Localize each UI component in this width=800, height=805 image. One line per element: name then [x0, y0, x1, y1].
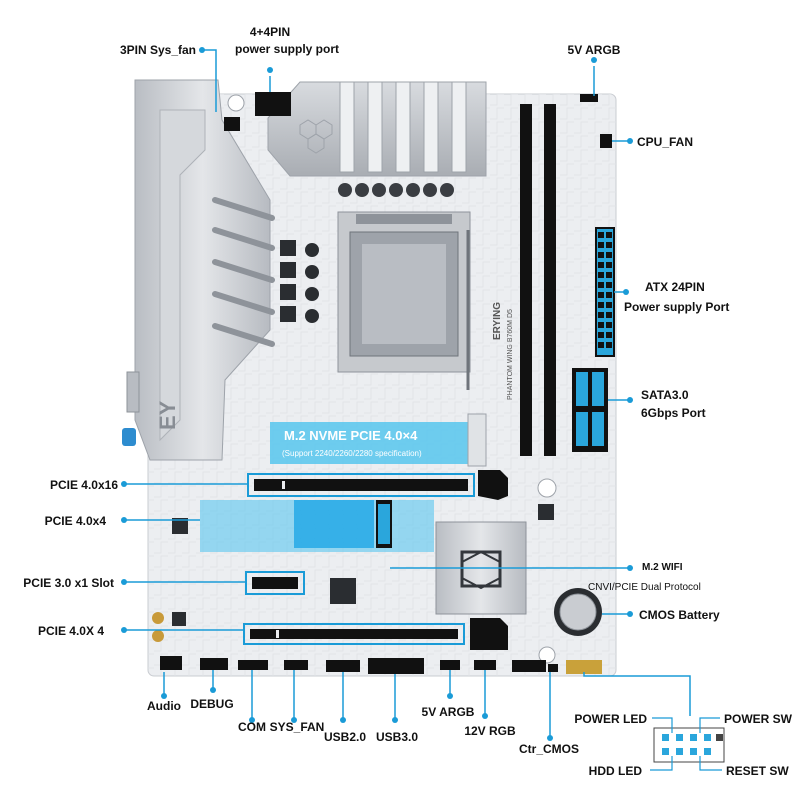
sys-fan-3pin-header [224, 117, 240, 131]
mount-hole [537, 478, 557, 498]
label-m2-wifi-protocol: CNVI/PCIE Dual Protocol [588, 582, 701, 593]
vrm-heatsink-left [122, 79, 275, 461]
callout-dots [121, 47, 633, 741]
label-pcie-x1: PCIE 3.0 x1 Slot [23, 576, 114, 590]
misc-chips [172, 504, 554, 626]
front-panel-pinout [650, 717, 725, 771]
board-brand-label: ERYING [492, 302, 503, 340]
dimm-slots [520, 104, 556, 456]
label-com: COM [238, 720, 266, 734]
label-usb2: USB2.0 [323, 730, 367, 744]
label-cmos-battery: CMOS Battery [639, 608, 720, 622]
label-5v-argb-bottom: 5V ARGB [421, 705, 475, 719]
label-sata-line2: 6Gbps Port [641, 406, 706, 420]
sata-ports [572, 368, 608, 452]
label-5v-argb-top: 5V ARGB [567, 43, 621, 57]
mount-hole [538, 646, 556, 664]
label-pcie-x16: PCIE 4.0x16 [49, 478, 118, 492]
cpu-socket [337, 211, 471, 390]
m2-nvme-title: M.2 NVME PCIE 4.0×4 [284, 428, 418, 443]
label-12v-rgb: 12V RGB [464, 724, 516, 738]
audio-jack-contact [152, 612, 164, 624]
label-ctr-cmos: Ctr_CMOS [518, 742, 580, 756]
pcie-x16-slot [247, 473, 475, 497]
label-cpu-fan: CPU_FAN [637, 135, 694, 149]
vrm-heatsink-top [267, 81, 487, 177]
pcie-x16-retention [478, 470, 508, 500]
pcie-x1-slot [245, 571, 305, 595]
argb-header-top [580, 94, 598, 102]
callout-lines [124, 49, 691, 738]
label-reset-sw: RESET SW [726, 764, 789, 778]
pcie-x4-m2-area [200, 500, 434, 552]
pcie-x4-slot-bottom [243, 618, 508, 650]
capacitor-row [338, 183, 454, 197]
label-sys-fan-3pin: 3PIN Sys_fan [119, 43, 196, 57]
label-sata-line1: SATA3.0 [641, 388, 689, 402]
label-atx24-line2: Power supply Port [624, 300, 730, 314]
label-pcie-x4: PCIE 4.0x4 [44, 514, 106, 528]
atx-24pin-connector [595, 227, 615, 357]
label-4pin-line1: 4+4PIN [249, 25, 291, 39]
label-usb3: USB3.0 [375, 730, 419, 744]
label-4pin-line2: power supply port [234, 42, 340, 56]
label-power-sw: POWER SW [724, 712, 792, 726]
mount-hole [227, 94, 245, 112]
heatsink-logo: EY [155, 400, 180, 430]
board-model-label: PHANTOM WING B760M D5 [507, 309, 514, 400]
cpu-8pin-connector [255, 92, 291, 116]
m2-nvme-subtitle: (Support 2240/2260/2280 specification) [282, 449, 422, 458]
label-pcie-x4-bottom: PCIE 4.0X 4 [37, 624, 104, 638]
label-hdd-led: HDD LED [588, 764, 642, 778]
label-power-led: POWER LED [574, 712, 647, 726]
label-audio: Audio [147, 699, 181, 713]
vrm-mosfets [280, 240, 319, 323]
cpu-fan-header [600, 134, 612, 148]
label-atx24-line1: ATX 24PIN [645, 280, 705, 294]
bottom-headers [160, 656, 602, 674]
m2-nvme-slot [270, 413, 487, 467]
label-sys-fan: SYS_FAN [269, 720, 325, 734]
cmos-battery [554, 588, 602, 636]
label-debug: DEBUG [190, 697, 234, 711]
label-m2-wifi: M.2 WIFI [642, 562, 683, 573]
audio-jack-contact [152, 630, 164, 642]
